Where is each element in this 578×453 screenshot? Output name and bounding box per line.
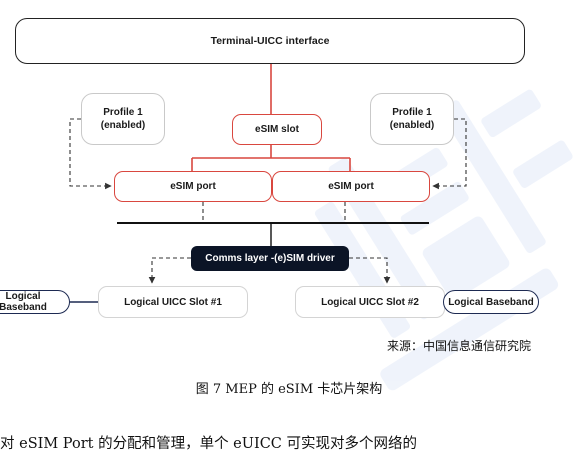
esim-port-right-box: eSIM port xyxy=(272,171,430,202)
logical-baseband-left-box: Logical Baseband xyxy=(0,290,70,314)
logical-uicc-slot-2-box: Logical UICC Slot #2 xyxy=(295,286,445,318)
profile-right-name: Profile 1 xyxy=(392,107,432,118)
profile-left-state: (enabled) xyxy=(100,120,146,131)
profile-left-box: Profile 1 (enabled) xyxy=(81,93,165,145)
profile-left-name: Profile 1 xyxy=(103,107,143,118)
dashed-arrow-profile-left xyxy=(69,118,112,190)
esim-slot-label: eSIM slot xyxy=(255,124,299,135)
comms-layer-label: Comms layer -(e)SIM driver xyxy=(205,253,335,264)
terminal-uicc-interface-box: Terminal-UICC interface xyxy=(15,18,525,64)
esim-port-right-label: eSIM port xyxy=(328,181,374,192)
terminal-uicc-interface-label: Terminal-UICC interface xyxy=(210,35,330,47)
figure-caption: 图 7 MEP 的 eSIM 卡芯片架构 xyxy=(195,382,383,397)
profile-right-box: Profile 1 (enabled) xyxy=(370,93,454,145)
logical-uicc-slot-1-box: Logical UICC Slot #1 xyxy=(98,286,248,318)
logical-uicc-slot-2-label: Logical UICC Slot #2 xyxy=(321,296,419,308)
logical-baseband-right-box: Logical Baseband xyxy=(443,290,539,314)
logical-uicc-slot-1-label: Logical UICC Slot #1 xyxy=(124,296,222,308)
body-text-line: 对 eSIM Port 的分配和管理，单个 eUICC 可实现对多个网络的 xyxy=(0,436,418,452)
dashed-arrow-comms-slot2 xyxy=(349,257,391,284)
logical-baseband-right-label: Logical Baseband xyxy=(448,296,534,308)
source-note: 来源：中国信息通信研究院 xyxy=(387,339,532,353)
esim-port-left-box: eSIM port xyxy=(114,171,272,202)
esim-port-left-label: eSIM port xyxy=(170,181,216,192)
profile-right-state: (enabled) xyxy=(389,120,435,131)
comms-layer-box: Comms layer -(e)SIM driver xyxy=(191,246,349,271)
dashed-arrow-profile-right xyxy=(432,118,467,190)
logical-baseband-left-label: Logical Baseband xyxy=(0,291,47,313)
dashed-arrow-comms-slot1 xyxy=(148,257,191,284)
esim-slot-box: eSIM slot xyxy=(232,114,322,145)
